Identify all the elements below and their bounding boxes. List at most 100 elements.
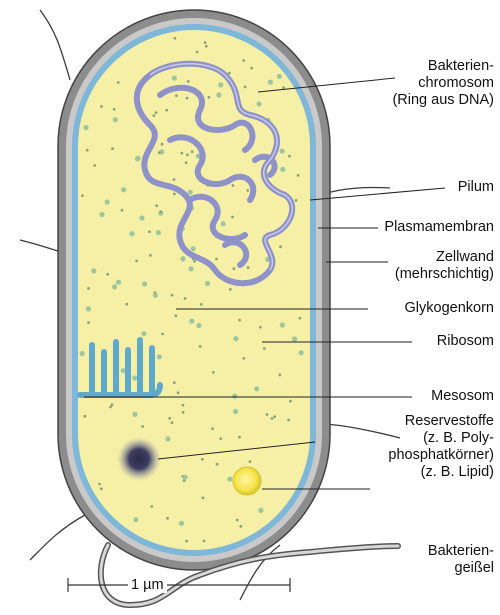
- ribosome-dot: [299, 317, 302, 320]
- ribosome-dot: [231, 216, 234, 219]
- ribosome-dot: [182, 404, 185, 407]
- ribosome-dot: [99, 212, 104, 217]
- ribosome-dot: [233, 267, 236, 270]
- ribosome-dot: [249, 460, 252, 463]
- ribosome-dot: [86, 306, 91, 311]
- ribosome-dot: [185, 540, 188, 543]
- ribosome-dot: [133, 517, 138, 522]
- ribosome-dot: [246, 189, 249, 192]
- ribosome-dot: [191, 150, 194, 153]
- ribosome-dot: [86, 149, 89, 152]
- ribosome-dot: [98, 483, 101, 486]
- ribosome-dot: [156, 230, 161, 235]
- label-glycogen-granule: Glykogenkorn: [405, 300, 494, 317]
- ribosome-dot: [183, 475, 188, 480]
- ribosome-dot: [182, 411, 185, 414]
- ribosome-dot: [299, 350, 304, 355]
- ribosome-dot: [112, 284, 117, 289]
- ribosome-dot: [202, 497, 205, 500]
- ribosome-dot: [121, 187, 126, 192]
- label-bacterial-chromosome: Bakterien- chromosom (Ring aus DNA): [392, 58, 494, 109]
- ribosome-dot: [125, 303, 128, 306]
- ribosome-dot: [247, 266, 250, 269]
- ribosome-dot: [153, 114, 156, 117]
- ribosome-dot: [297, 174, 300, 177]
- ribosome-dot: [287, 419, 290, 422]
- ribosome-dot: [111, 403, 114, 406]
- ribosome-dot: [263, 347, 266, 350]
- ribosome-dot: [201, 458, 204, 461]
- ribosome-dot: [295, 199, 298, 202]
- ribosome-dot: [242, 357, 245, 360]
- ribosome-dot: [203, 539, 206, 542]
- ribosome-dot: [168, 417, 171, 420]
- ribosome-dot: [199, 345, 202, 348]
- ribosome-dot: [229, 288, 232, 291]
- ribosome-dot: [200, 303, 203, 306]
- ribosome-dot: [238, 436, 241, 439]
- ribosome-dot: [93, 164, 96, 167]
- ribosome-dot: [129, 231, 134, 236]
- ribosome-dot: [84, 415, 87, 418]
- ribosome-dot: [171, 421, 174, 424]
- ribosome-dot: [171, 294, 174, 297]
- ribosome-dot: [282, 86, 285, 89]
- ribosome-dot: [155, 111, 158, 114]
- ribosome-dot: [113, 108, 116, 111]
- ribosome-dot: [141, 425, 144, 428]
- ribosome-dot: [105, 199, 110, 204]
- ribosome-dot: [91, 268, 96, 273]
- ribosome-dot: [239, 525, 242, 528]
- ribosome-dot: [166, 517, 169, 520]
- ribosome-dot: [216, 463, 219, 466]
- ribosome-dot: [204, 41, 207, 44]
- ribosome-dot: [153, 293, 158, 298]
- ribosome-dot: [278, 374, 281, 377]
- ribosome-dot: [186, 154, 189, 157]
- ribosome-dot: [175, 314, 178, 317]
- ribosome-dot: [216, 92, 221, 97]
- ribosome-dot: [238, 319, 241, 322]
- ribosome-dot: [172, 76, 177, 81]
- ribosome-dot: [185, 161, 188, 164]
- ribosome-dot: [157, 354, 162, 359]
- ribosome-dot: [257, 101, 262, 106]
- label-plasma-membrane: Plasmamembran: [384, 219, 494, 236]
- ribosome-dot: [179, 521, 184, 526]
- scale-label: 1 µm: [128, 577, 167, 593]
- ribosome-dot: [280, 322, 285, 327]
- ribosome-dot: [142, 281, 147, 286]
- ribosome-dot: [113, 117, 118, 122]
- ribosome-dot: [266, 413, 269, 416]
- ribosome-dot: [221, 221, 226, 226]
- ribosome-dot: [188, 190, 193, 195]
- ribosome-dot: [84, 125, 89, 130]
- ribosome-dot: [165, 109, 168, 112]
- ribosome-dot: [173, 193, 176, 196]
- ribosome-dot: [136, 156, 141, 161]
- ribosome-dot: [208, 96, 211, 99]
- ribosome-dot: [218, 82, 223, 87]
- ribosome-dot: [219, 437, 222, 440]
- ribosome-dot: [139, 215, 144, 220]
- ribosome-dot: [177, 391, 180, 394]
- polyphosphate-granule: [117, 437, 161, 481]
- ribosome-dot: [232, 184, 235, 187]
- ribosome-dot: [244, 86, 247, 89]
- ribosome-dot: [233, 409, 238, 414]
- ribosome-dot: [180, 256, 185, 261]
- ribosome-dot: [289, 400, 292, 403]
- ribosome-dot: [259, 326, 262, 329]
- ribosome-dot: [233, 336, 238, 341]
- ribosome-dot: [236, 519, 239, 522]
- ribosome-dot: [292, 336, 297, 341]
- ribosome-dot: [258, 508, 263, 513]
- ribosome-dot: [279, 245, 282, 248]
- ribosome-dot: [186, 97, 189, 100]
- ribosome-dot: [173, 381, 176, 384]
- ribosome-dot: [205, 45, 208, 48]
- ribosome-dot: [173, 178, 176, 181]
- ribosome-dot: [117, 81, 120, 84]
- ribosome-dot: [215, 258, 218, 261]
- ribosome-dot: [191, 246, 196, 251]
